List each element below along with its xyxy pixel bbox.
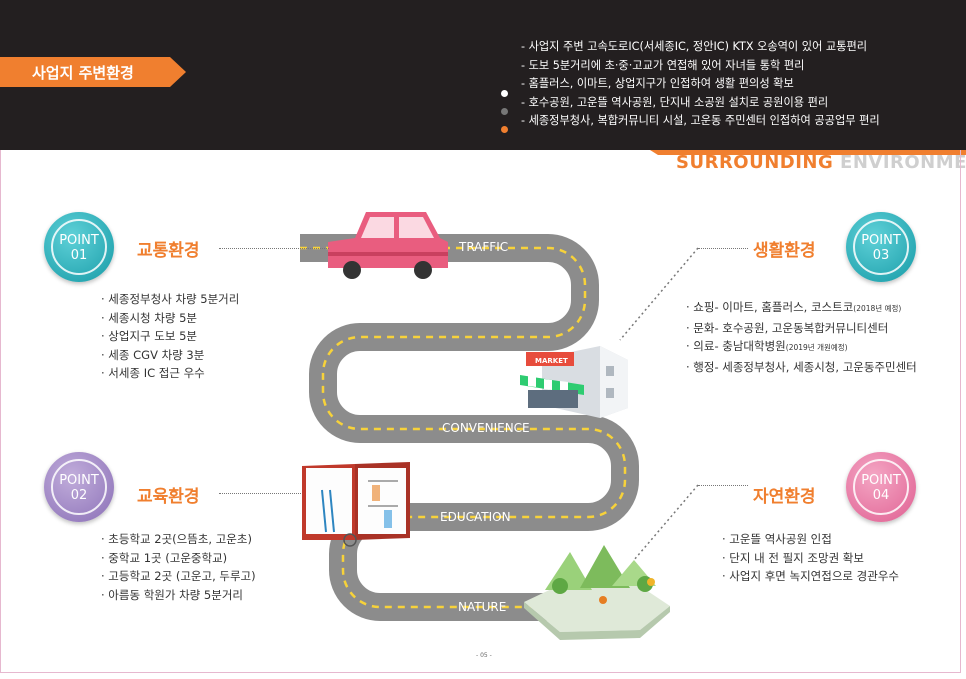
list-item: · 단지 내 전 필지 조망권 확보 [722, 550, 864, 565]
point-01-title: 교통환경 [137, 241, 200, 261]
section-title: 사업지 주변환경 [32, 64, 134, 82]
list-item: · 세종정부청사 차량 5분거리 [101, 292, 240, 306]
content-frame [0, 150, 961, 673]
road-label-nature: NATURE [458, 600, 506, 614]
market-building-icon: MARKET [520, 346, 628, 418]
connector-line [219, 493, 301, 494]
list-item: · 아름동 학원가 차량 5분거리 [101, 587, 243, 602]
header-banner: 사업지 주변환경 - 사업지 주변 고속도로IC(서세종IC, 정안IC) KT… [0, 0, 966, 150]
point-01-list: · 세종정부청사 차량 5분거리 · 세종시청 차량 5분 · 상업지구 도보 … [101, 290, 239, 383]
nature-park-icon [524, 545, 670, 640]
book-illustration-icon [302, 462, 410, 547]
list-item: · 고등학교 2곳 (고운고, 두루고) [101, 569, 256, 584]
point-04-list: · 고운뜰 역사공원 인접 · 단지 내 전 필지 조망권 확보 · 사업지 후… [722, 530, 899, 586]
summary-item: - 사업지 주변 고속도로IC(서세종IC, 정안IC) KTX 오송역이 있어… [521, 40, 868, 53]
list-item: · 행정- 세종정부청사, 세종시청, 고운동주민센터 [686, 359, 917, 374]
summary-item: - 호수공원, 고운뜰 역사공원, 단지내 소공원 설치로 공원이용 편리 [521, 95, 829, 109]
connector-line [698, 248, 748, 249]
point-03-list: · 쇼핑- 이마트, 홈플러스, 코스트코(2018년 예정) · 문화- 호수… [686, 298, 917, 376]
point-03-title: 생활환경 [753, 241, 816, 261]
list-item: · 고운뜰 역사공원 인접 [722, 532, 832, 546]
bullet-dots [501, 90, 508, 144]
list-item: · 쇼핑- 이마트, 홈플러스, 코스트코(2018년 예정) [686, 300, 902, 314]
summary-item: - 도보 5분거리에 초·중·고교가 연접해 있어 자녀들 통학 편리 [521, 58, 805, 72]
list-item: · 문화- 호수공원, 고운동복합커뮤니티센터 [686, 320, 889, 335]
section-title-tab: 사업지 주변환경 [0, 57, 186, 87]
english-subtitle: SURROUNDING ENVIRONMENT [676, 152, 966, 173]
list-item: · 서세종 IC 접근 우수 [101, 366, 205, 381]
list-item: · 상업지구 도보 5분 [101, 329, 197, 344]
road-label-convenience: CONVENIENCE [442, 421, 530, 435]
road-label-education: EDUCATION [440, 510, 511, 524]
summary-list: - 사업지 주변 고속도로IC(서세종IC, 정안IC) KTX 오송역이 있어… [521, 38, 880, 131]
list-item: · 초등학교 2곳(으뜸초, 고운초) [101, 532, 252, 546]
list-item: · 의료- 충남대학병원(2019년 개원예정) [686, 339, 848, 354]
list-item: · 세종 CGV 차량 3분 [101, 347, 205, 362]
list-item: · 세종시청 차량 5분 [101, 310, 197, 325]
dot-orange [501, 126, 508, 133]
road-label-traffic: TRAFFIC [458, 240, 508, 254]
point-04-title: 자연환경 [753, 487, 816, 507]
page-number: - 05 - [476, 652, 492, 659]
list-item: · 중학교 1곳 (고운중학교) [101, 550, 228, 565]
connector-line [698, 485, 748, 486]
car-icon [328, 212, 448, 279]
summary-item: - 홈플러스, 이마트, 상업지구가 인접하여 생활 편의성 확보 [521, 77, 794, 91]
accent-bar [650, 150, 966, 155]
market-sign: MARKET [535, 357, 568, 365]
connector-line [219, 248, 329, 249]
dot-gray [501, 108, 508, 115]
list-item: · 사업지 후면 녹지연접으로 경관우수 [722, 569, 899, 584]
dot-white [501, 90, 508, 97]
summary-item: - 세종정부청사, 복합커뮤니티 시설, 고운동 주민센터 인접하여 공공업무 … [521, 114, 880, 128]
point-02-title: 교육환경 [137, 487, 200, 507]
point-02-list: · 초등학교 2곳(으뜸초, 고운초) · 중학교 1곳 (고운중학교) · 고… [101, 530, 256, 604]
